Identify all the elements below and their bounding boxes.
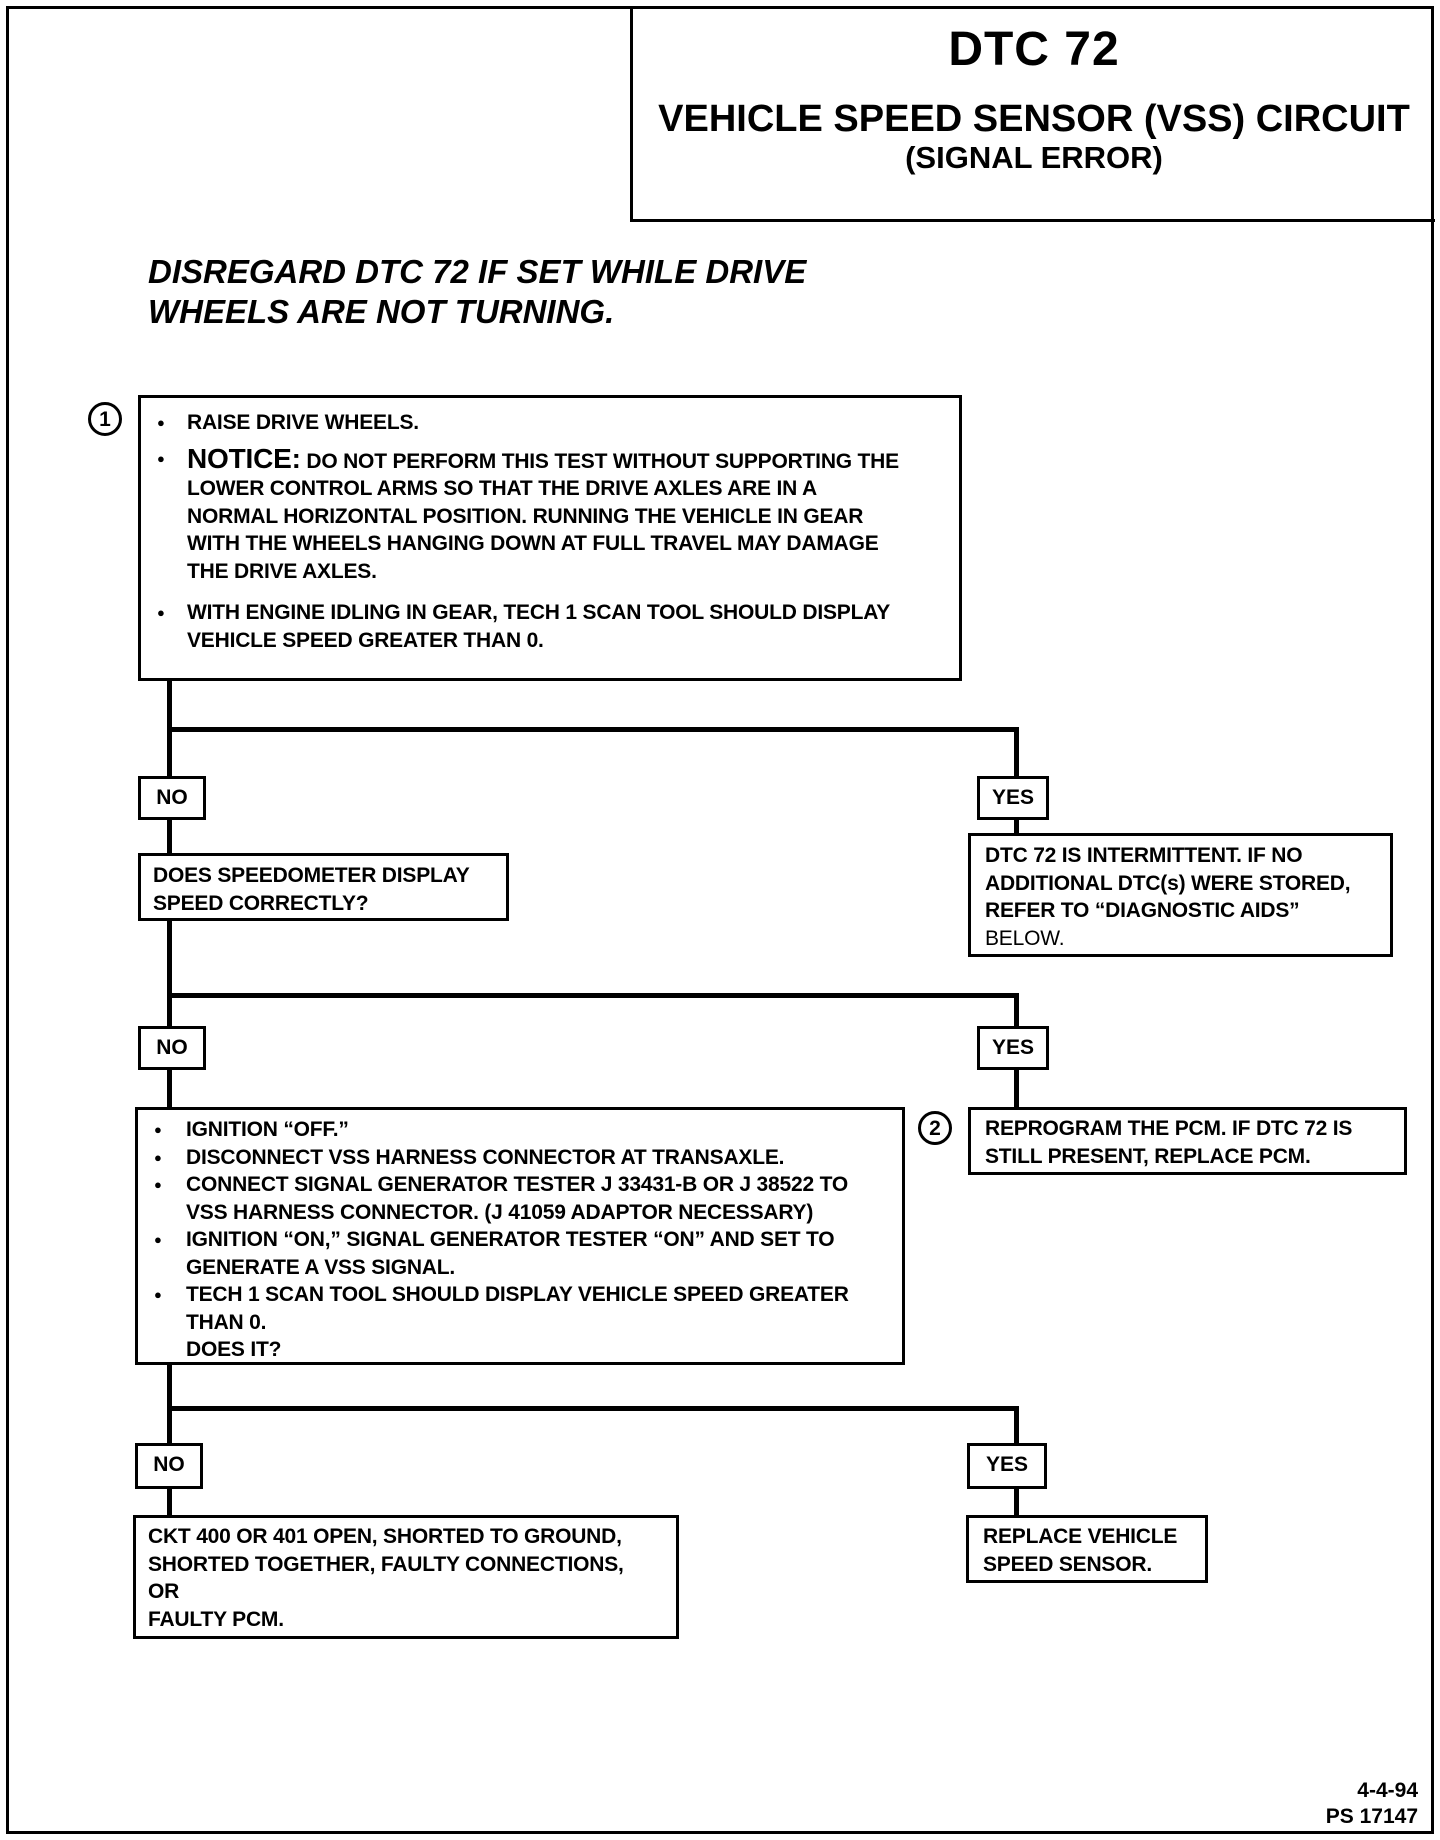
step-2-number: 2 (918, 1111, 952, 1145)
footer-date: 4-4-94 (1357, 1779, 1418, 1802)
footer-code: PS 17147 (1325, 1805, 1418, 1828)
speedometer-line-1: DOES SPEEDOMETER DISPLAY (153, 864, 470, 887)
signal-generator-test-box: IGNITION “OFF.” DISCONNECT VSS HARNESS C… (135, 1107, 905, 1365)
yes-label-2: YES (977, 1026, 1049, 1070)
title-block: DTC 72 VEHICLE SPEED SENSOR (VSS) CIRCUI… (630, 8, 1435, 222)
test-bullet-5-line-2: THAN 0. (186, 1310, 267, 1334)
no-label-1: NO (138, 776, 206, 820)
intermittent-line-1: DTC 72 IS INTERMITTENT. IF NO (985, 844, 1303, 867)
disregard-note: DISREGARD DTC 72 IF SET WHILE DRIVE WHEE… (148, 252, 806, 332)
test-question: DOES IT? (186, 1338, 282, 1361)
branch-line-1 (167, 727, 1019, 732)
ckt-line-2: SHORTED TOGETHER, FAULTY CONNECTIONS, (148, 1552, 624, 1576)
test-bullet-3: CONNECT SIGNAL GENERATOR TESTER J 33431-… (144, 1171, 896, 1226)
no-label-3: NO (135, 1443, 203, 1489)
bullet-3-line-2: VEHICLE SPEED GREATER THAN 0. (187, 628, 544, 652)
footer: 4-4-94 PS 17147 (1326, 1778, 1418, 1830)
no-label-2: NO (138, 1026, 206, 1070)
notice-line-5: THE DRIVE AXLES. (187, 559, 377, 583)
reprogram-box: REPROGRAM THE PCM. IF DTC 72 IS STILL PR… (968, 1107, 1407, 1175)
intermittent-line-2: ADDITIONAL DTC(s) WERE STORED, (985, 871, 1351, 895)
notice-label: NOTICE: (187, 442, 301, 474)
yes-label-1: YES (977, 776, 1049, 820)
ckt-line-3: OR (148, 1580, 180, 1603)
intermittent-line-3: REFER TO “DIAGNOSTIC AIDS” (985, 899, 1300, 922)
ckt-line-4: FAULTY PCM. (148, 1607, 284, 1631)
branch-line-3 (167, 1406, 1019, 1411)
notice-line-3: NORMAL HORIZONTAL POSITION. RUNNING THE … (187, 504, 864, 528)
test-bullet-2: DISCONNECT VSS HARNESS CONNECTOR AT TRAN… (144, 1144, 896, 1172)
test-bullet-3-line-1: CONNECT SIGNAL GENERATOR TESTER J 33431-… (186, 1173, 848, 1196)
reprogram-line-1: REPROGRAM THE PCM. IF DTC 72 IS (985, 1117, 1353, 1140)
notice-line-1: DO NOT PERFORM THIS TEST WITHOUT SUPPORT… (306, 449, 899, 473)
notice-line-2: LOWER CONTROL ARMS SO THAT THE DRIVE AXL… (187, 477, 817, 500)
bullet-3-line-1: WITH ENGINE IDLING IN GEAR, TECH 1 SCAN … (187, 601, 891, 624)
speedometer-line-2: SPEED CORRECTLY? (153, 891, 369, 915)
step-1-bullet-3: WITH ENGINE IDLING IN GEAR, TECH 1 SCAN … (147, 599, 951, 654)
test-bullet-1: IGNITION “OFF.” (144, 1116, 896, 1144)
intermittent-line-4: BELOW. (985, 926, 1065, 950)
replace-vss-line-2: SPEED SENSOR. (983, 1552, 1152, 1576)
test-bullet-4: IGNITION “ON,” SIGNAL GENERATOR TESTER “… (144, 1226, 896, 1281)
reprogram-line-2: STILL PRESENT, REPLACE PCM. (985, 1144, 1311, 1168)
intermittent-box: DTC 72 IS INTERMITTENT. IF NO ADDITIONAL… (968, 833, 1393, 957)
test-bullet-4-line-2: GENERATE A VSS SIGNAL. (186, 1255, 456, 1279)
page-frame (6, 6, 1434, 1834)
replace-vss-box: REPLACE VEHICLE SPEED SENSOR. (966, 1515, 1208, 1583)
step-1-bullet-1: RAISE DRIVE WHEELS. (147, 409, 951, 437)
test-bullet-5-line-1: TECH 1 SCAN TOOL SHOULD DISPLAY VEHICLE … (186, 1283, 849, 1306)
replace-vss-line-1: REPLACE VEHICLE (983, 1525, 1178, 1548)
test-bullet-4-line-1: IGNITION “ON,” SIGNAL GENERATOR TESTER “… (186, 1228, 835, 1251)
step-1-box: RAISE DRIVE WHEELS. NOTICE: DO NOT PERFO… (138, 395, 962, 681)
branch-line-2 (167, 993, 1019, 998)
circuit-fault-box: CKT 400 OR 401 OPEN, SHORTED TO GROUND, … (133, 1515, 679, 1639)
step-1-number: 1 (88, 402, 122, 436)
page-title: VEHICLE SPEED SENSOR (VSS) CIRCUIT (658, 98, 1410, 140)
notice-line-4: WITH THE WHEELS HANGING DOWN AT FULL TRA… (187, 532, 879, 555)
step-1-notice: NOTICE: DO NOT PERFORM THIS TEST WITHOUT… (147, 442, 951, 586)
yes-label-3: YES (967, 1443, 1047, 1489)
disregard-line-2: WHEELS ARE NOT TURNING. (148, 293, 615, 330)
disregard-line-1: DISREGARD DTC 72 IF SET WHILE DRIVE (148, 253, 807, 290)
speedometer-question-box: DOES SPEEDOMETER DISPLAY SPEED CORRECTLY… (138, 853, 509, 921)
test-bullet-3-line-2: VSS HARNESS CONNECTOR. (J 41059 ADAPTOR … (186, 1200, 814, 1224)
page-subtitle: (SIGNAL ERROR) (905, 140, 1163, 175)
test-bullet-5: TECH 1 SCAN TOOL SHOULD DISPLAY VEHICLE … (144, 1281, 896, 1364)
dtc-number: DTC 72 (948, 23, 1120, 76)
ckt-line-1: CKT 400 OR 401 OPEN, SHORTED TO GROUND, (148, 1525, 622, 1548)
